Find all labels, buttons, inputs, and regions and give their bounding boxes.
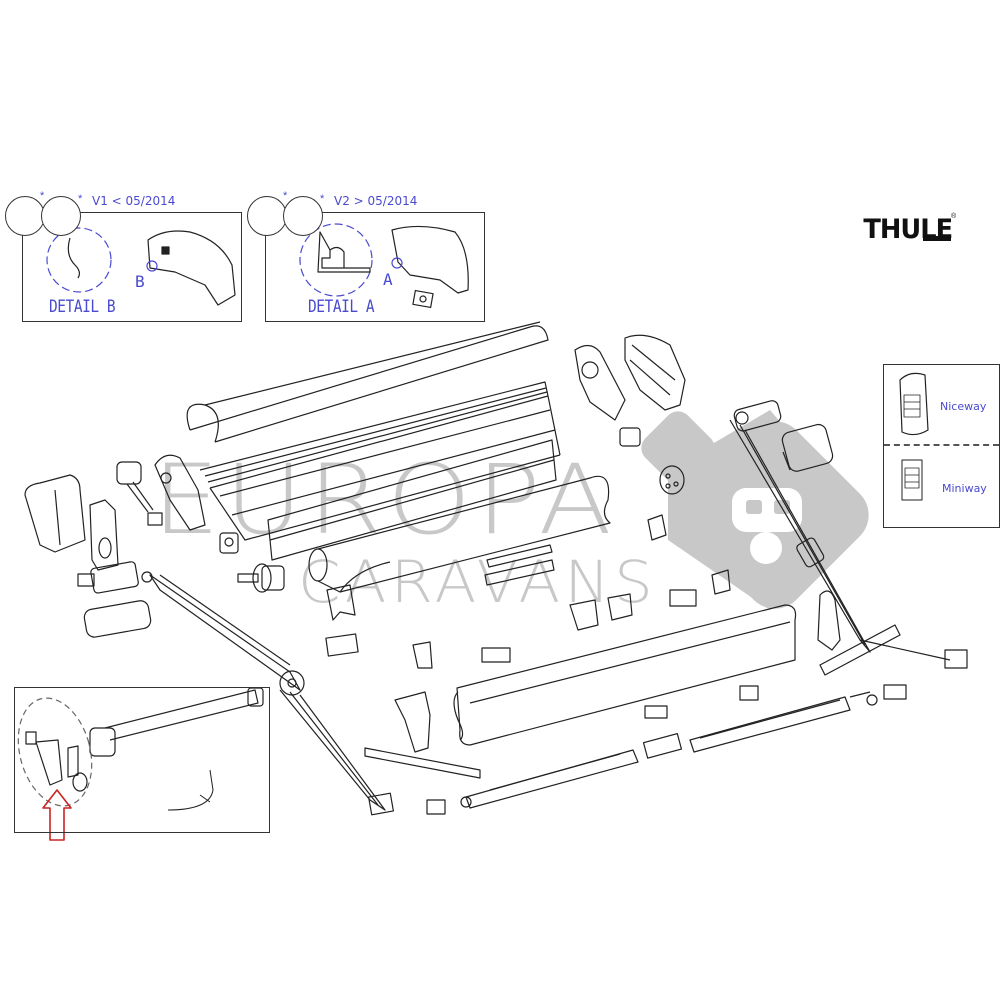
remote-curved-icon [899, 372, 929, 436]
end-cap-front-right [817, 590, 841, 651]
wall-bracket-3 [412, 641, 433, 669]
thule-logo-bar [923, 236, 951, 241]
wall-bracket-6 [607, 593, 633, 621]
wall-bracket-4 [481, 647, 511, 663]
clip-d [426, 799, 446, 815]
up-arrow-icon [42, 789, 72, 841]
left-end-cap [154, 454, 206, 531]
clip-c [883, 684, 907, 700]
support-bar-right [689, 691, 878, 753]
end-cap-front-left [394, 691, 431, 753]
gear-wheel [659, 465, 685, 495]
support-bar-left [460, 749, 639, 809]
support-bar-connector [642, 733, 683, 759]
left-arm [149, 574, 394, 816]
detail-v2-circle-2 [283, 196, 323, 236]
detail-v1-version-label: V1 < 05/2014 [92, 194, 176, 208]
end-cap-large-1 [574, 344, 626, 421]
detail-v2-star-2: * [320, 193, 325, 205]
left-motor-sleeve [83, 600, 152, 638]
awning-top-cover [186, 321, 549, 443]
thule-registered-mark: ® [951, 213, 957, 220]
detail-v1-star-1: * [40, 190, 45, 202]
bracket-small-top [619, 427, 641, 447]
detail-b-letter: B [135, 272, 145, 291]
wall-bracket-2 [325, 633, 359, 657]
detail-v1-circle-1 [5, 196, 45, 236]
motor-inset-drawing [17, 687, 264, 811]
detail-a-letter: A [383, 270, 393, 289]
watermark-caravans: CARAVANS [298, 548, 658, 616]
wall-bracket-5 [569, 599, 599, 631]
detail-v2-circle-1 [247, 196, 287, 236]
drive-adapter-gear [237, 563, 285, 593]
right-arm-bracket [733, 400, 782, 432]
wall-bracket-7 [669, 589, 697, 607]
left-motor-cover-inner [89, 499, 119, 571]
clip-a [644, 705, 668, 719]
remote-controls-panel [883, 364, 1000, 528]
remote-flat-icon [901, 459, 923, 501]
motor-inset-panel [14, 687, 270, 833]
detail-a-drawing [299, 223, 469, 309]
right-arm-elbow [796, 537, 825, 568]
wall-bracket-8 [711, 569, 731, 595]
detail-v2-star-1: * [283, 190, 288, 202]
clip-strip [484, 544, 555, 586]
remote-divider [884, 444, 999, 446]
front-lead-bar [453, 604, 797, 746]
right-motor-cover [781, 423, 834, 472]
end-cap-large-2 [624, 334, 686, 411]
detail-v1-star-2: * [78, 193, 83, 205]
right-arm [729, 419, 968, 669]
detail-v1-circle-2 [41, 196, 81, 236]
left-motor-unit [77, 561, 153, 594]
clip-b [739, 685, 759, 701]
left-motor-cover [24, 474, 86, 553]
detail-panel-v1 [22, 212, 242, 322]
roller-tube [308, 475, 611, 593]
wall-bracket-1 [326, 584, 356, 621]
drive-adapter-left [219, 532, 239, 554]
detail-b-drawing [46, 227, 236, 306]
remote-label-miniway: Miniway [942, 482, 987, 495]
detail-panel-v2 [265, 212, 485, 322]
end-plug [647, 514, 667, 541]
detail-v2-version-label: V2 > 05/2014 [334, 194, 418, 208]
detail-a-caption: DETAIL A [308, 297, 375, 317]
left-arm-strut [364, 747, 481, 779]
detail-b-caption: DETAIL B [49, 297, 116, 317]
remote-label-niceway: Niceway [940, 400, 987, 413]
spindle-motor [116, 461, 163, 526]
right-arm-strut [819, 624, 901, 676]
awning-case-profile [199, 381, 561, 541]
awning-fabric-sheet [267, 439, 557, 561]
